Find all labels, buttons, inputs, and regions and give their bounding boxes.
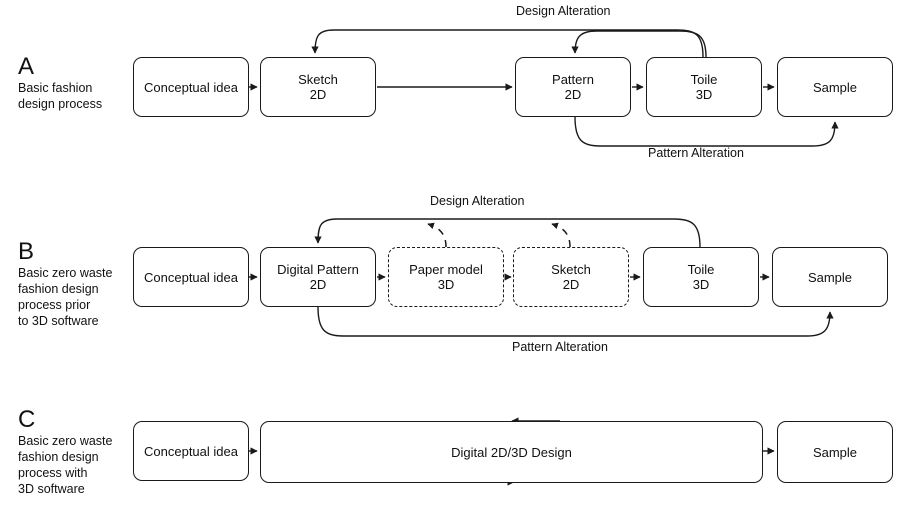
node-b-paper-model-3d[interactable]: Paper model 3D: [388, 247, 504, 307]
node-c-sample-label: Sample: [812, 444, 858, 460]
edge-a-design-alteration-to-pattern: [571, 30, 707, 58]
edge-label-b-design-alteration: Design Alteration: [430, 194, 525, 208]
row-b-description-line-3: process prior: [18, 298, 91, 312]
node-c-digital-2d-3d-design[interactable]: Digital 2D/3D Design: [260, 421, 763, 483]
node-a-pattern-label: Pattern: [552, 72, 594, 87]
node-b-conceptual-idea-label: Conceptual idea: [144, 269, 238, 285]
row-a-description-line-1: Basic fashion: [18, 81, 93, 95]
node-a-sample-label: Sample: [812, 79, 858, 95]
node-a-sample[interactable]: Sample: [777, 57, 893, 117]
node-b-toile-sublabel: 3D: [692, 277, 710, 292]
row-c-description-line-1: Basic zero waste: [18, 434, 113, 448]
row-c-description-line-2: fashion design: [18, 450, 99, 464]
row-a-description: Basic fashion design process: [18, 80, 136, 112]
node-b-paper-model-label: Paper model: [409, 262, 483, 277]
edge-label-a-design-alteration: Design Alteration: [516, 4, 611, 18]
node-c-digital-design-label: Digital 2D/3D Design: [451, 444, 572, 460]
row-a-description-line-2: design process: [18, 97, 103, 111]
node-a-conceptual-idea-label: Conceptual idea: [144, 79, 238, 95]
row-b-description: Basic zero waste fashion design process …: [18, 265, 136, 329]
node-b-sample-label: Sample: [807, 269, 853, 285]
row-a-letter: A: [18, 53, 35, 80]
node-b-digital-pattern-label: Digital Pattern: [277, 262, 359, 277]
row-c-caption: C Basic zero waste fashion design proces…: [18, 408, 136, 497]
node-a-conceptual-idea[interactable]: Conceptual idea: [133, 57, 249, 117]
row-b-letter: B: [18, 238, 35, 265]
node-a-toile-3d[interactable]: Toile 3D: [646, 57, 762, 117]
row-b-caption: B Basic zero waste fashion design proces…: [18, 240, 136, 329]
node-a-pattern-2d[interactable]: Pattern 2D: [515, 57, 631, 117]
node-c-conceptual-idea-label: Conceptual idea: [144, 443, 238, 459]
edge-a-pattern-alteration: [574, 116, 839, 147]
node-b-sketch-sublabel: 2D: [562, 277, 580, 292]
row-c-letter: C: [18, 406, 36, 433]
row-b-description-line-4: to 3D software: [18, 314, 99, 328]
node-b-sketch-2d[interactable]: Sketch 2D: [513, 247, 629, 307]
node-b-toile-3d[interactable]: Toile 3D: [643, 247, 759, 307]
node-a-sketch-sublabel: 2D: [309, 87, 327, 102]
node-a-pattern-sublabel: 2D: [564, 87, 582, 102]
row-a-caption: A Basic fashion design process: [18, 55, 136, 112]
node-b-digital-pattern-sublabel: 2D: [309, 277, 327, 292]
node-b-sample[interactable]: Sample: [772, 247, 888, 307]
node-a-sketch-label: Sketch: [298, 72, 338, 87]
edge-label-b-pattern-alteration: Pattern Alteration: [512, 340, 608, 354]
node-b-paper-model-sublabel: 3D: [437, 277, 455, 292]
edge-b-paper-model-dashed-up: [427, 222, 447, 248]
row-c-description: Basic zero waste fashion design process …: [18, 433, 136, 497]
edge-b-design-alteration-main: [314, 218, 701, 248]
edge-b-pattern-alteration: [317, 306, 834, 337]
edge-b-sketch-dashed-up: [551, 222, 571, 248]
node-b-toile-label: Toile: [687, 262, 715, 277]
node-a-toile-sublabel: 3D: [695, 87, 713, 102]
node-b-digital-pattern-2d[interactable]: Digital Pattern 2D: [260, 247, 376, 307]
node-c-conceptual-idea[interactable]: Conceptual idea: [133, 421, 249, 481]
node-b-sketch-label: Sketch: [551, 262, 591, 277]
node-c-sample[interactable]: Sample: [777, 421, 893, 483]
edge-label-a-pattern-alteration: Pattern Alteration: [648, 146, 744, 160]
node-a-toile-label: Toile: [690, 72, 718, 87]
node-b-conceptual-idea[interactable]: Conceptual idea: [133, 247, 249, 307]
row-c-description-line-4: 3D software: [18, 482, 85, 496]
row-c-description-line-3: process with: [18, 466, 88, 480]
edge-a-design-alteration-to-sketch: [311, 29, 704, 58]
row-b-description-line-2: fashion design: [18, 282, 99, 296]
node-a-sketch-2d[interactable]: Sketch 2D: [260, 57, 376, 117]
row-b-description-line-1: Basic zero waste: [18, 266, 113, 280]
